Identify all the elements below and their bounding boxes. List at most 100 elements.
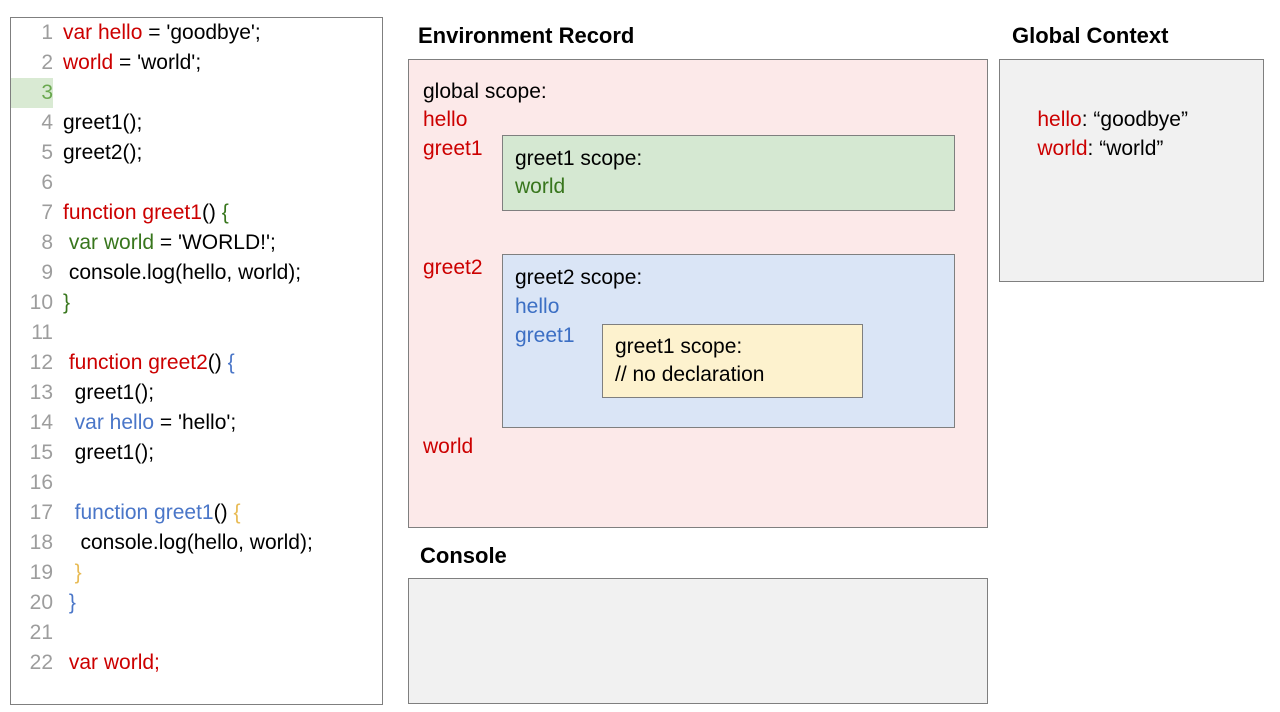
code-token: console.log(hello, world); (63, 531, 313, 554)
code-line-text: var hello = 'hello'; (53, 408, 237, 438)
nested-greet1-scope-box: greet1 scope: // no declaration (602, 324, 863, 398)
code-token: { (221, 201, 229, 224)
global-context-entry-separator: : (1081, 108, 1094, 131)
code-token (63, 411, 75, 434)
code-line-number: 15 (29, 441, 53, 464)
console-title: Console (420, 543, 507, 568)
code-line-number: 9 (41, 261, 53, 284)
code-token: greet1(); (63, 381, 155, 404)
code-token: var hello (74, 411, 155, 434)
code-line-number: 12 (29, 351, 53, 374)
environment-record-panel: global scope: hello greet1 greet2 world … (408, 59, 988, 528)
global-binding-greet2: greet2 (423, 256, 483, 279)
global-context-title: Global Context (1012, 23, 1169, 48)
code-line[interactable]: 8 var world = 'WORLD!'; (11, 228, 382, 258)
global-context-panel: hello: “goodbye” world: “world” (999, 59, 1264, 282)
code-token: } (68, 591, 76, 614)
global-binding-world: world (423, 435, 474, 458)
code-token: function greet1 (74, 501, 214, 524)
code-line[interactable]: 18 console.log(hello, world); (11, 528, 382, 558)
code-line-number: 19 (29, 561, 53, 584)
code-line-number: 6 (41, 171, 53, 194)
code-token: () (207, 351, 228, 374)
console-panel[interactable] (408, 578, 988, 704)
code-line-number: 13 (29, 381, 53, 404)
greet2-scope-binding-greet1: greet1 (515, 324, 575, 347)
code-line[interactable]: 19 } (11, 558, 382, 588)
code-line[interactable]: 9 console.log(hello, world); (11, 258, 382, 288)
code-line[interactable]: 22 var world; (11, 648, 382, 678)
code-line-text: world = 'world'; (53, 48, 201, 78)
greet1-scope-box: greet1 scope: world (502, 135, 955, 211)
global-context-entry: world: “world” (1014, 107, 1163, 191)
code-line-number: 5 (41, 141, 53, 164)
global-binding-hello: hello (423, 108, 468, 131)
code-line-number: 2 (41, 51, 53, 74)
code-token: } (74, 561, 82, 584)
code-line[interactable]: 15 greet1(); (11, 438, 382, 468)
code-line-text: greet1(); (53, 438, 154, 468)
global-binding-greet1: greet1 (423, 137, 483, 160)
code-line[interactable]: 12 function greet2() { (11, 348, 382, 378)
greet2-scope-box: greet2 scope: hello greet1 greet1 scope:… (502, 254, 955, 428)
code-line[interactable]: 11 (11, 318, 382, 348)
code-line[interactable]: 6 (11, 168, 382, 198)
code-token: () (213, 501, 234, 524)
code-line-number: 11 (31, 321, 53, 344)
code-line[interactable]: 16 (11, 468, 382, 498)
greet2-scope-binding-hello: hello (515, 295, 560, 318)
code-token: = 'WORLD!'; (154, 231, 276, 254)
code-token: greet1(); (63, 111, 143, 134)
code-line-text: } (53, 588, 76, 618)
code-line[interactable]: 13 greet1(); (11, 378, 382, 408)
code-line-number: 17 (29, 501, 53, 524)
code-line-number: 3 (11, 78, 53, 108)
code-token: = 'goodbye'; (142, 21, 261, 44)
code-line-text: } (53, 288, 70, 318)
global-context-entry-value: “world” (1099, 137, 1164, 160)
code-line[interactable]: 17 function greet1() { (11, 498, 382, 528)
code-line-number: 20 (29, 591, 53, 614)
greet1-scope-binding-world: world (515, 175, 566, 198)
code-line[interactable]: 21 (11, 618, 382, 648)
code-line-text: } (53, 558, 82, 588)
code-line[interactable]: 20 } (11, 588, 382, 618)
global-context-entry-separator: : (1087, 137, 1100, 160)
code-line-text: function greet1() { (53, 198, 229, 228)
greet1-scope-label: greet1 scope: (515, 147, 643, 170)
code-line[interactable]: 10} (11, 288, 382, 318)
code-line-number: 14 (29, 411, 53, 434)
code-line-text: greet1(); (53, 378, 154, 408)
code-token (63, 561, 75, 584)
global-context-entry-name: world (1037, 137, 1088, 160)
code-token: { (233, 501, 241, 524)
code-token: console.log(hello, world); (63, 261, 302, 284)
code-line[interactable]: 14 var hello = 'hello'; (11, 408, 382, 438)
code-token: greet1(); (63, 441, 155, 464)
code-line[interactable]: 3 (11, 78, 382, 108)
code-line[interactable]: 1 var hello = 'goodbye'; (11, 18, 382, 48)
global-scope-label: global scope: (423, 80, 547, 103)
code-token: var hello (63, 21, 143, 44)
code-line-text: function greet2() { (53, 348, 235, 378)
code-token: function greet1 (63, 201, 202, 224)
code-token: world (63, 51, 114, 74)
code-line-number: 18 (29, 531, 53, 554)
global-context-entry-value: “goodbye” (1093, 108, 1188, 131)
code-line-number: 22 (29, 651, 53, 674)
code-line-text: console.log(hello, world); (53, 528, 313, 558)
code-line-text: greet2(); (53, 138, 142, 168)
global-context-entry-name: hello (1037, 108, 1082, 131)
code-token: { (227, 351, 235, 374)
environment-record-title: Environment Record (418, 23, 635, 48)
code-line-number: 1 (41, 21, 53, 44)
nested-greet1-scope-note: // no declaration (615, 363, 765, 386)
nested-greet1-scope-label: greet1 scope: (615, 335, 743, 358)
code-token: = 'hello'; (154, 411, 237, 434)
